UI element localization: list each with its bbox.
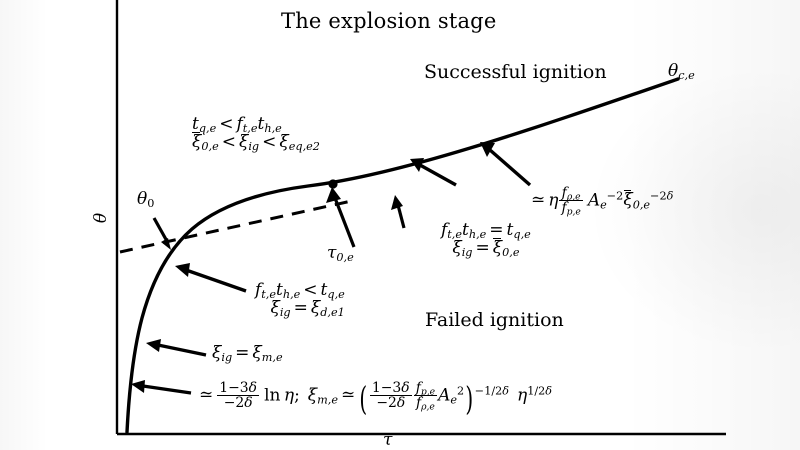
failed-ignition-label: Failed ignition bbox=[425, 309, 564, 331]
annotation-mid-right: ft,eth,e=tq,e ξig=ξ0,e bbox=[441, 220, 531, 260]
arrow-eta-expression bbox=[480, 142, 532, 187]
tau-0e-label: τ0,e bbox=[327, 243, 354, 265]
arrow-upper-left-annotation bbox=[410, 158, 457, 187]
annotation-xi-me: ξig=ξm,e bbox=[212, 343, 283, 365]
annotation-upper-left-line1: tq,e<ft,eth,e bbox=[192, 114, 282, 136]
annotation-upper-left-line2: ξ0,e<ξig<ξeq,e2 bbox=[192, 131, 320, 154]
annotation-mid-right-line2: ξig=ξ0,e bbox=[452, 237, 520, 260]
theta-ce-label: θc,e bbox=[668, 61, 695, 83]
tau0e-marker-dot bbox=[328, 179, 338, 189]
annotation-mid-right-line1: ft,eth,e=tq,e bbox=[441, 220, 531, 242]
arrow-bottom-formula bbox=[131, 380, 192, 395]
arrow-tau0e bbox=[326, 187, 356, 248]
arrow-theta0 bbox=[152, 217, 171, 250]
arrow-xi-me bbox=[146, 339, 207, 357]
arrow-mid-right-annotation bbox=[391, 195, 406, 229]
x-axis-label: τ bbox=[383, 430, 393, 450]
arrow-mid-left-annotation bbox=[175, 263, 247, 293]
tangent-dashed-line bbox=[119, 198, 357, 254]
annotation-mid-left-line2: ξig=ξd,e1 bbox=[270, 298, 345, 320]
annotation-upper-left: tq,e<ft,eth,e ξ0,e<ξig<ξeq,e2 bbox=[192, 114, 320, 154]
y-axis-label: θ bbox=[91, 212, 112, 224]
successful-ignition-label: Successful ignition bbox=[424, 61, 607, 83]
annotation-mid-left-line1: ft,eth,e<tq,e bbox=[255, 280, 345, 302]
page-title: The explosion stage bbox=[281, 9, 497, 33]
annotation-mid-left: ft,eth,e<tq,e ξig=ξd,e1 bbox=[255, 280, 345, 320]
theta-0-label: θ0 bbox=[137, 189, 155, 211]
